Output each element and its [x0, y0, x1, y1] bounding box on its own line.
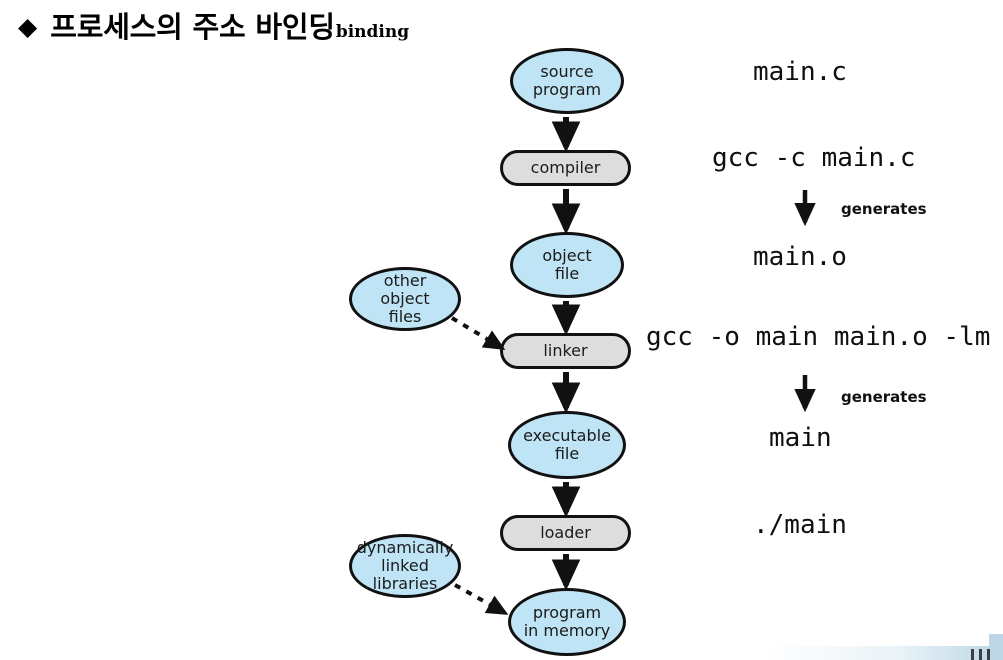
node-label: source — [540, 62, 594, 82]
edge-other-object-files-to-linker — [450, 316, 506, 351]
node-other-object-files: other object files — [349, 267, 461, 331]
node-label: object — [380, 289, 430, 309]
command-source-file: main.c — [753, 57, 847, 87]
node-label: compiler — [530, 158, 601, 178]
node-label: program — [532, 80, 602, 99]
bullet-diamond-icon: ◆ — [18, 13, 38, 41]
slide-decoration-tick — [987, 649, 990, 660]
page-title: ◆ 프로세스의 주소 바인딩 binding — [18, 4, 409, 46]
node-dynamically-linked-libraries: dynamically linked libraries — [349, 534, 461, 598]
node-label: linked — [381, 556, 429, 576]
slide-decoration-strip — [763, 646, 1003, 660]
node-label: file — [554, 444, 580, 463]
slide-decoration-tick — [971, 649, 974, 660]
edge-dll-to-program-in-memory — [454, 583, 509, 615]
node-label: libraries — [372, 573, 438, 593]
node-label: object — [542, 246, 592, 266]
node-label: in memory — [523, 621, 611, 640]
node-executable-file: executable file — [508, 411, 626, 479]
generates-label-2: generates — [841, 388, 927, 406]
node-label: loader — [540, 523, 591, 543]
command-executable: main — [769, 423, 832, 453]
node-label: other — [383, 271, 427, 291]
node-program-in-memory: program in memory — [508, 588, 626, 656]
node-label: program — [532, 603, 602, 623]
command-link: gcc -o main main.o -lm — [646, 322, 991, 352]
node-source-program: source program — [510, 48, 624, 114]
node-label: dynamically — [356, 538, 454, 558]
generates-label-1: generates — [841, 200, 927, 218]
node-label: linker — [543, 341, 588, 361]
command-run: ./main — [753, 510, 847, 540]
node-label: files — [388, 306, 422, 326]
slide-decoration-tick — [979, 649, 982, 660]
command-object-file: main.o — [753, 242, 847, 272]
page-title-superscript: binding — [335, 22, 410, 42]
slide-decoration-block — [989, 634, 1003, 660]
page-title-text: 프로세스의 주소 바인딩 — [50, 10, 335, 44]
node-label: executable — [523, 426, 611, 446]
node-label: file — [554, 264, 580, 283]
command-compile: gcc -c main.c — [712, 143, 916, 173]
node-compiler: compiler — [500, 150, 631, 186]
